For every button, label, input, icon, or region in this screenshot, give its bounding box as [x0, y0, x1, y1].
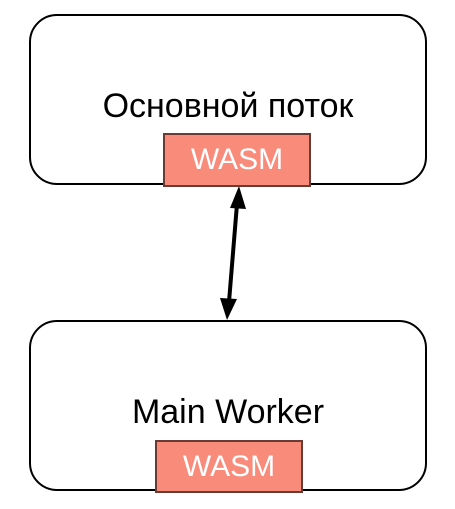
- main-thread-wasm-label: WASM: [190, 143, 284, 176]
- main-thread-wasm-badge: WASM: [163, 133, 311, 187]
- connector-line: [227, 203, 239, 303]
- arrowhead-up: [230, 186, 246, 209]
- main-worker-box: Main Worker WASM: [29, 320, 427, 493]
- main-thread-box: Основной поток WASM: [29, 14, 427, 187]
- main-worker-title: Main Worker: [131, 393, 325, 431]
- arrowhead-down: [220, 298, 237, 320]
- main-thread-title: Основной поток: [102, 87, 354, 125]
- main-worker-wasm-badge: WASM: [155, 440, 303, 493]
- main-worker-wasm-label: WASM: [182, 449, 276, 483]
